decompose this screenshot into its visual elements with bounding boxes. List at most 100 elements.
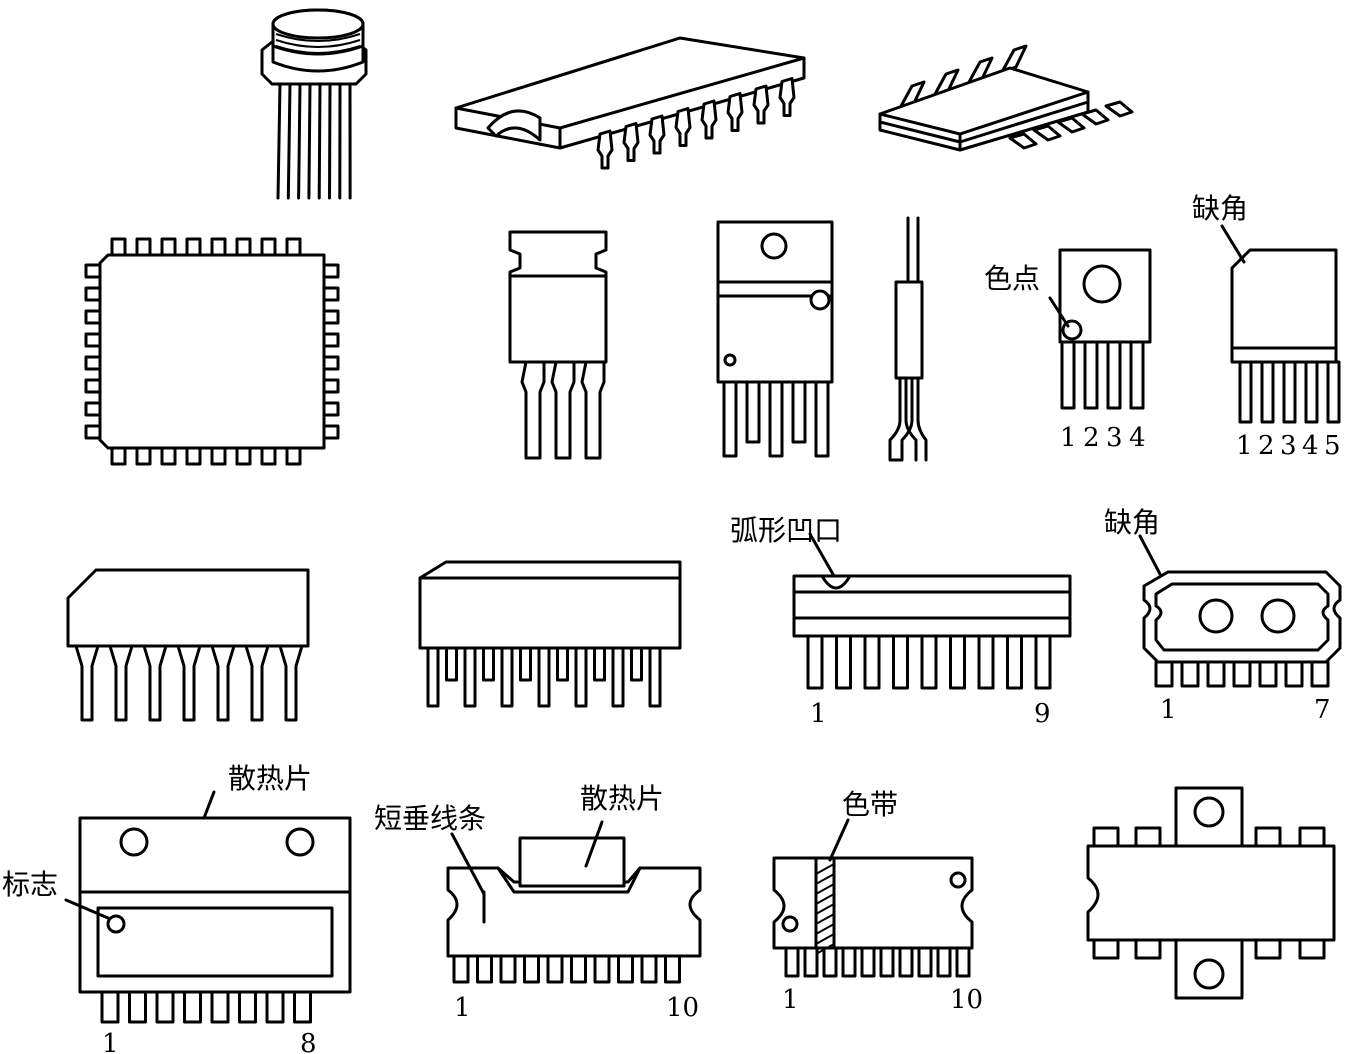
package-lead: [1232, 660, 1252, 688]
plcc-pin: [84, 332, 102, 348]
plcc-pin: [322, 286, 340, 302]
to220-side-package: [888, 216, 928, 462]
to220-lead: [520, 360, 546, 460]
package-lead: [617, 954, 634, 984]
package-lead: [860, 946, 876, 978]
package-lead: [949, 634, 966, 690]
package-lead: [1284, 660, 1304, 688]
package-lead: [955, 946, 971, 978]
plcc-pin: [322, 355, 340, 371]
package-lead: [100, 990, 120, 1024]
color-band-package: 色带 1 10: [772, 788, 983, 1015]
package-lead: [1254, 938, 1282, 960]
package-lead: [936, 946, 952, 978]
band-hatch-line: [815, 903, 835, 915]
package-lead: [1134, 826, 1162, 848]
zigzag-lead: [630, 646, 643, 682]
plcc-pin: [84, 401, 102, 417]
sip-bevel-package: [66, 568, 310, 722]
to220-lead: [768, 380, 784, 458]
plcc-pin: [84, 424, 102, 440]
plcc-pin: [135, 446, 152, 466]
to220-3lead-package: [508, 230, 608, 460]
color-dot-label: 色点: [984, 262, 1040, 295]
perspective-dip-package: [454, 36, 806, 170]
band-hatch-line: [815, 933, 835, 945]
sip4-pin-number: 1: [1060, 423, 1077, 453]
package-lead: [293, 990, 312, 1024]
notch-corner-mount-package: 缺角 1 7: [1104, 506, 1342, 725]
package-lead: [1254, 826, 1282, 848]
plcc-pin: [185, 237, 202, 257]
zigzag-lead: [611, 646, 625, 708]
notch-corner-label-b: 缺角: [1104, 506, 1160, 539]
zigzag-lead: [482, 646, 495, 682]
corner-pin-first: 1: [1160, 695, 1177, 725]
package-lead: [835, 634, 852, 690]
plcc-pin: [160, 446, 177, 466]
dip-heatsink-package: 短垂线条 散热片 1 10: [374, 782, 702, 1023]
package-lead: [155, 990, 175, 1024]
plcc-pin: [322, 309, 340, 325]
band-pin-first: 1: [782, 985, 799, 1015]
dip-pin: [752, 84, 770, 125]
plcc-pin: [110, 446, 127, 466]
package-lead: [1258, 660, 1278, 688]
sip4-pin-number: 4: [1129, 423, 1146, 453]
band-pin-last: 10: [950, 985, 983, 1015]
dip-pin: [778, 77, 796, 117]
to220-lead: [814, 380, 830, 458]
mark-label: 标志: [2, 868, 58, 901]
heatsink-pin-first: 1: [102, 1029, 119, 1054]
package-lead: [1034, 634, 1052, 690]
flatpack-pin: [1008, 132, 1038, 150]
band-hatch-line: [815, 883, 835, 895]
sip5-pin-number: 3: [1280, 431, 1297, 461]
sip-lead: [278, 644, 304, 722]
package-lead: [183, 990, 202, 1024]
can-lead: [297, 82, 302, 200]
to220-lead: [722, 380, 738, 458]
package-lead: [1134, 938, 1162, 960]
package-lead: [892, 634, 909, 690]
plcc-pin: [84, 263, 102, 279]
sip-lead: [1060, 340, 1076, 410]
package-lead: [806, 634, 824, 690]
package-lead: [238, 990, 257, 1024]
zigzag-lead: [463, 646, 477, 708]
package-lead: [898, 946, 914, 978]
sip-lead: [1260, 360, 1275, 424]
package-lead: [128, 990, 147, 1024]
sip-lead: [244, 644, 270, 722]
sip-lead: [1238, 360, 1253, 424]
package-lead: [1092, 938, 1120, 960]
sip-lead: [210, 644, 236, 722]
package-lead: [452, 954, 470, 984]
band-hatch-line: [815, 863, 835, 875]
dip-pin: [596, 129, 614, 170]
package-lead: [570, 954, 587, 984]
zigzag-lead: [574, 646, 588, 708]
band-hatch-line: [815, 873, 835, 885]
plcc-pin: [210, 237, 227, 257]
sip-lead: [1083, 340, 1099, 410]
dip-pin-first: 1: [454, 993, 471, 1023]
package-lead: [593, 954, 611, 984]
package-lead: [917, 946, 933, 978]
color-band-label: 色带: [842, 788, 898, 821]
package-lead: [879, 946, 895, 978]
package-lead: [265, 990, 285, 1024]
dip-pin: [648, 114, 666, 155]
to220-5lead-front-package: [716, 220, 834, 458]
plcc-pin: [260, 446, 277, 466]
dip-pin-last: 10: [666, 993, 699, 1023]
can-lead: [286, 82, 292, 200]
band-hatch-line: [815, 893, 835, 905]
corner-pin-last: 7: [1314, 695, 1331, 725]
heatsink-sip-package: 散热片 标志 1 8: [2, 762, 352, 1054]
plcc-pin: [160, 237, 177, 257]
plcc-pin: [322, 424, 340, 440]
power-dip-package: [1086, 786, 1336, 1000]
sip-lead: [1129, 340, 1145, 410]
